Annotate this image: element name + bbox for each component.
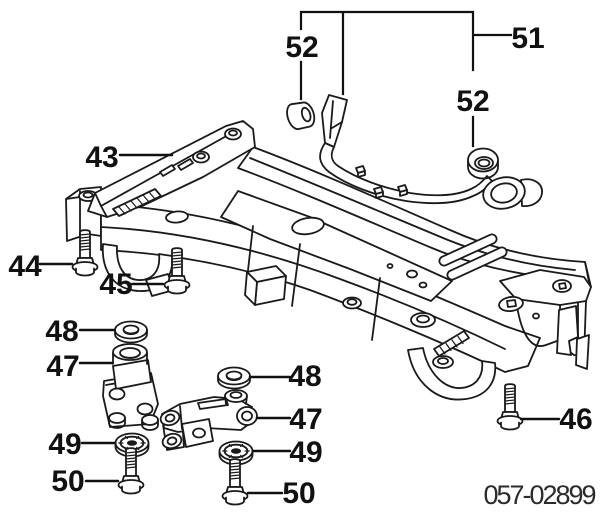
callout-47-right: 47 [289,403,322,436]
callout-46: 46 [559,403,592,436]
callout-49-right: 49 [289,436,322,469]
crossmember-drawing [65,120,592,401]
callout-48-right: 48 [288,360,321,393]
callout-50-right: 50 [282,477,315,510]
bolt-46-drawing [496,383,524,431]
bushing-52-right-drawing [467,147,499,180]
callout-47-left: 47 [46,350,79,383]
callout-51: 51 [511,22,544,55]
callout-43: 43 [85,141,118,174]
washer-48-left-drawing [114,320,148,344]
callout-45: 45 [99,268,132,301]
stabilizer-bar-drawing [319,94,543,210]
figure-code: 057-02899 [483,480,595,510]
callout-52-left: 52 [285,31,318,64]
callout-50-left: 50 [51,465,84,498]
callout-bracket-51-52 [299,10,513,148]
callout-48-left: 48 [45,315,78,348]
leader-lines [38,153,561,495]
stopper-bracket-left-drawing [102,343,159,431]
bushing-52-left-drawing [286,101,316,131]
callout-49-left: 49 [48,428,81,461]
callout-44: 44 [8,250,42,283]
washer-48-right-drawing [217,366,251,390]
callout-52-right: 52 [456,85,489,118]
stopper-bracket-right-drawing [159,389,258,451]
bolt-50-right-drawing [221,458,249,506]
